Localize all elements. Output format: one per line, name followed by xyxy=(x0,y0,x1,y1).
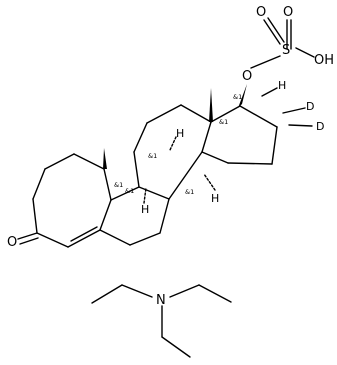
ketone-oxygen-label: O xyxy=(7,235,17,250)
ether-oxygen-label: O xyxy=(242,69,252,84)
ring-d xyxy=(201,105,278,165)
triethylamine-bonds xyxy=(91,284,232,358)
methyl-c13-wedge xyxy=(209,88,213,122)
stereo-label-c9: &1 xyxy=(125,187,134,195)
ring-b xyxy=(99,186,170,246)
stereo-labels: &1 &1 &1 &1 &1 &1 xyxy=(114,93,242,196)
ring-c xyxy=(133,104,212,200)
stereo-label-c8: &1 xyxy=(148,152,157,160)
sulfonyl-oxygen-top-label: O xyxy=(283,5,293,20)
nitrogen-label: N xyxy=(156,293,166,308)
methyl-c10-wedge xyxy=(103,148,107,169)
stereo-label-c17: &1 xyxy=(233,93,242,101)
deuterium-right-label: D xyxy=(316,120,324,133)
hydroxyl-label: OH xyxy=(314,53,334,68)
c17-o-wedge xyxy=(238,84,247,108)
hydrogen-c17-label: H xyxy=(278,79,286,92)
hydrogen-bonds xyxy=(143,87,313,204)
ring-a xyxy=(17,153,112,248)
sulfate-bonds xyxy=(250,17,315,69)
stereo-label-c14: &1 xyxy=(185,188,194,196)
deuterium-top-label: D xyxy=(306,100,314,113)
sulfonyl-oxygen-left-label: O xyxy=(256,5,266,20)
sulfur-label: S xyxy=(282,43,290,58)
stereo-label-c10: &1 xyxy=(114,181,123,189)
hydrogen-c9-label: H xyxy=(141,203,149,216)
stereo-label-c13: &1 xyxy=(219,118,228,126)
hydrogen-c8-label: H xyxy=(176,127,184,140)
hydrogen-c14-label: H xyxy=(211,192,219,205)
